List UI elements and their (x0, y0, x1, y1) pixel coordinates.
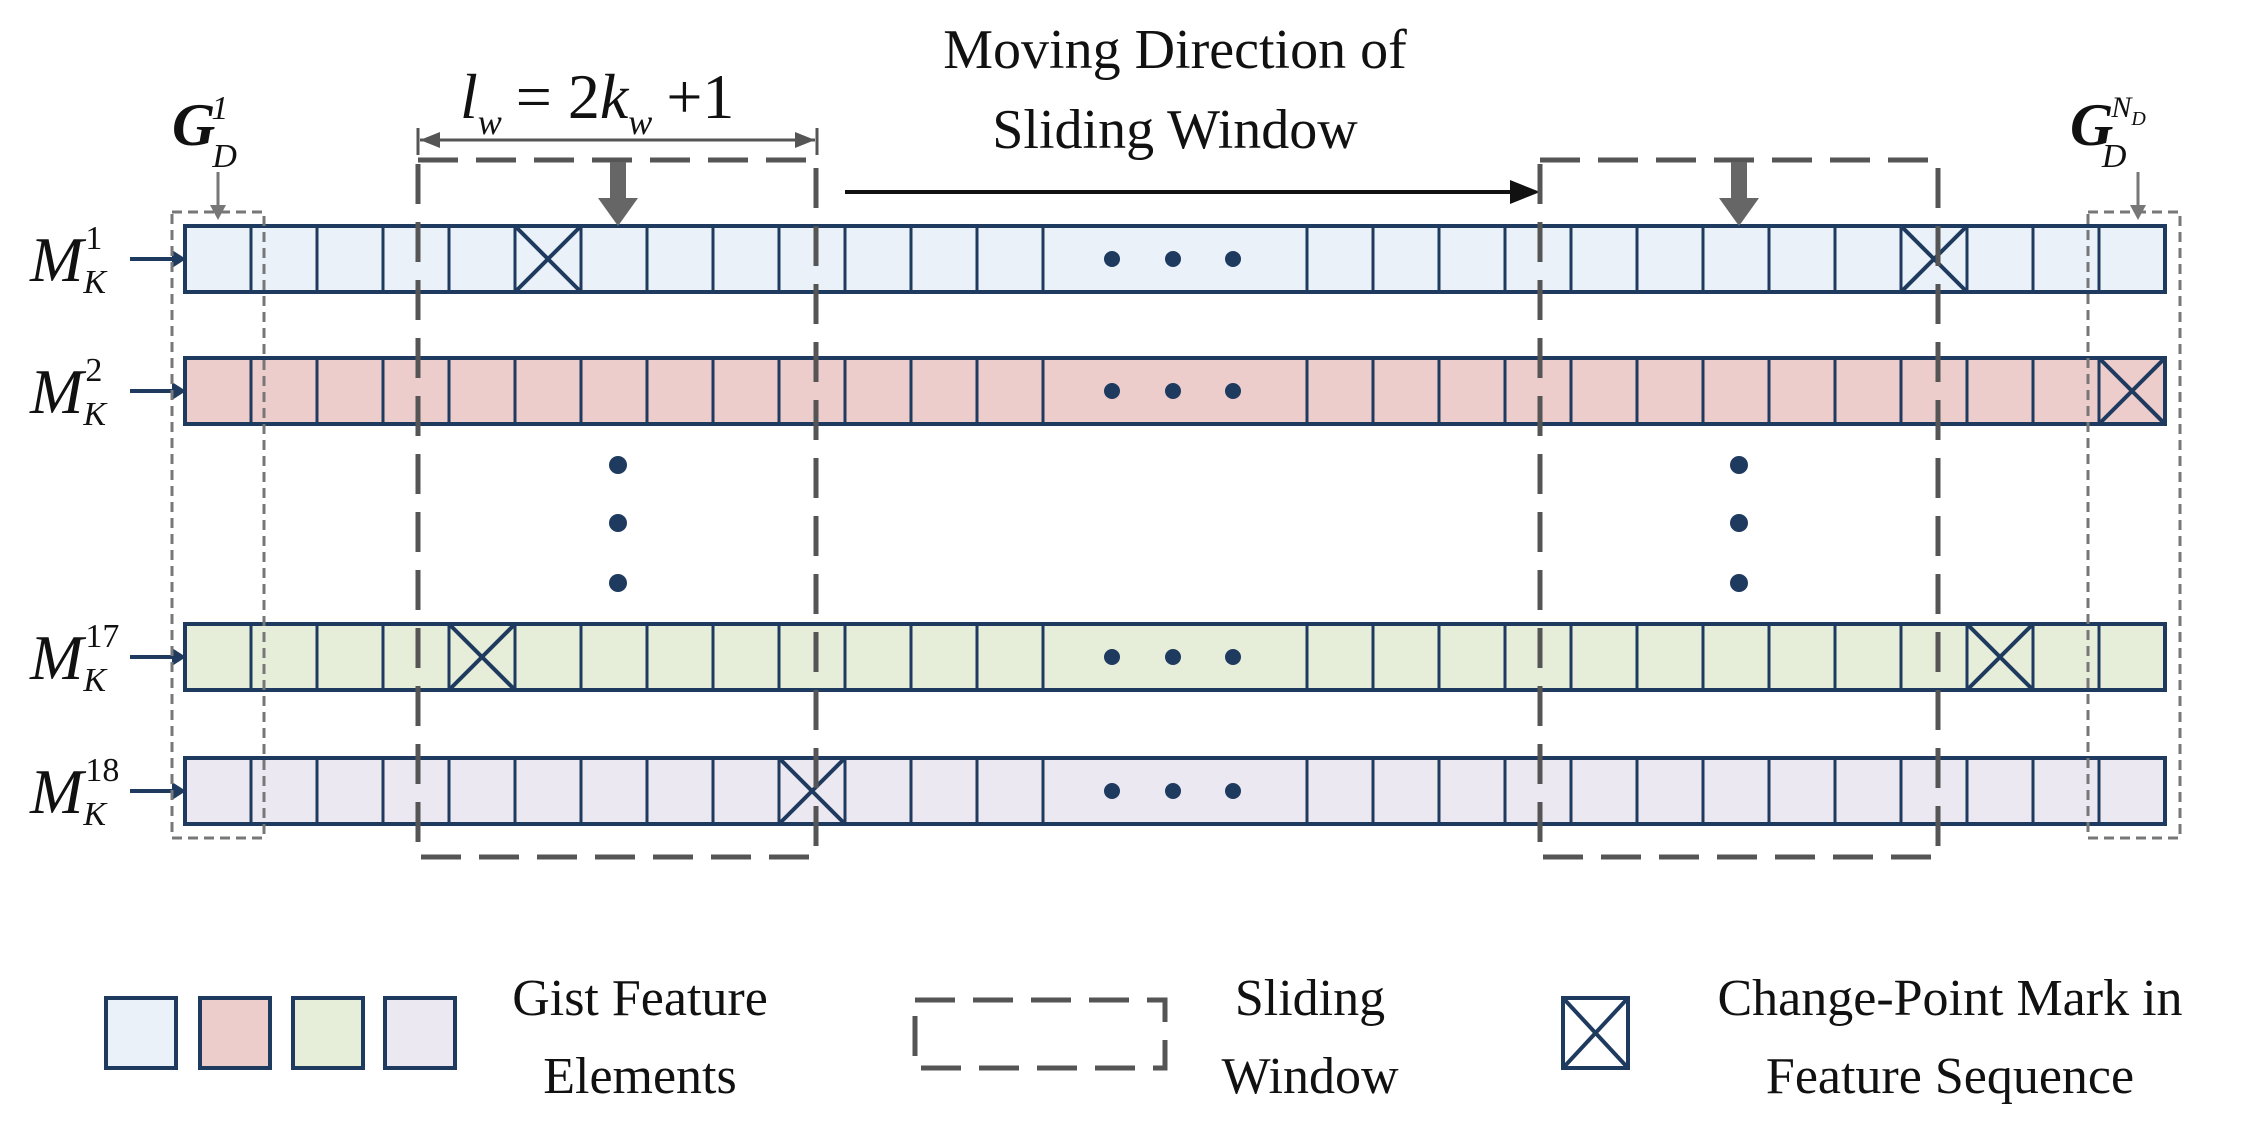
window-center-arrow-right-shaft (1731, 162, 1747, 202)
formula-k: k (600, 61, 630, 132)
legend-mark-line-2: Feature Sequence (1766, 1048, 2134, 1105)
legend-sliding-window-swatch (912, 997, 1168, 1071)
sliding-window-left (415, 157, 819, 860)
feature-cell (2097, 756, 2167, 826)
legend-swatch-2 (198, 996, 272, 1070)
ellipsis-dot (1225, 783, 1241, 799)
change-point-mark (1965, 622, 2035, 692)
legend-gist-line-1: Gist Feature (512, 970, 768, 1027)
ellipsis-dot (1104, 251, 1120, 267)
last-column-outline (2086, 210, 2182, 840)
window-center-arrow-right-head (1719, 198, 1759, 226)
formula-w-sub: w (478, 102, 502, 142)
legend-swatch-1 (104, 996, 178, 1070)
formula-l: l (460, 61, 478, 132)
window-center-arrow-left-head (598, 198, 638, 226)
title-line-2: Sliding Window (992, 99, 1358, 161)
feature-cell (2097, 356, 2167, 426)
moving-direction-arrowhead (1510, 180, 1540, 204)
legend-gist-line-2: Elements (543, 1048, 737, 1105)
ellipsis-dot (1225, 251, 1241, 267)
change-point-mark (777, 756, 847, 826)
change-point-mark (2097, 356, 2167, 426)
feature-cell (2097, 224, 2167, 294)
change-point-mark (447, 622, 517, 692)
first-column-pointer-head (210, 205, 226, 220)
dimension-arrowhead-left (420, 132, 440, 148)
vertical-ellipsis-dot (1730, 574, 1748, 592)
vertical-ellipsis-dot (609, 456, 627, 474)
feature-cell (975, 224, 1045, 294)
ellipsis-dot (1104, 383, 1120, 399)
row-input-arrowhead (172, 782, 186, 800)
window-length-formula: lw= 2kw+1 (460, 61, 734, 142)
row-input-arrowhead (172, 648, 186, 666)
feature-cell (975, 756, 1045, 826)
feature-cell (975, 622, 1045, 692)
legend: Gist Feature Elements Sliding Window Cha… (104, 970, 2183, 1105)
feature-cell (975, 356, 1045, 426)
legend-change-point-cross-2 (1561, 996, 1630, 1070)
ellipsis-dot (1225, 383, 1241, 399)
legend-window-line-2: Window (1222, 1048, 1399, 1105)
change-point-mark (1899, 224, 1969, 294)
legend-window-line-1: Sliding (1235, 970, 1385, 1027)
vertical-ellipsis-dot (609, 574, 627, 592)
vertical-ellipsis-dot (1730, 456, 1748, 474)
row-input-arrowhead (172, 250, 186, 268)
formula-w-sub-2: w (628, 102, 652, 142)
ellipsis-dot (1104, 649, 1120, 665)
first-column-outline (170, 210, 266, 840)
row-input-arrowhead (172, 382, 186, 400)
window-center-arrow-left-shaft (610, 162, 626, 202)
formula-eq: = 2 (516, 61, 600, 132)
formula-plus-one: +1 (666, 61, 734, 132)
title-line-1: Moving Direction of (943, 19, 1407, 81)
legend-swatch-3 (291, 996, 365, 1070)
ellipsis-dot (1104, 783, 1120, 799)
ellipsis-dot (1165, 251, 1181, 267)
legend-mark-line-1: Change-Point Mark in (1717, 970, 2182, 1027)
dimension-arrowhead-right (795, 132, 815, 148)
ellipsis-dot (1225, 649, 1241, 665)
vertical-ellipsis-dot (1730, 514, 1748, 532)
vertical-ellipsis-dot (609, 514, 627, 532)
change-point-mark (513, 224, 583, 294)
legend-swatch-4 (383, 996, 457, 1070)
ellipsis-dots (609, 456, 1748, 592)
feature-cell (2097, 622, 2167, 692)
ellipsis-dot (1165, 783, 1181, 799)
ellipsis-dot (1165, 383, 1181, 399)
ellipsis-dot (1165, 649, 1181, 665)
sliding-window-right (1537, 157, 1941, 860)
